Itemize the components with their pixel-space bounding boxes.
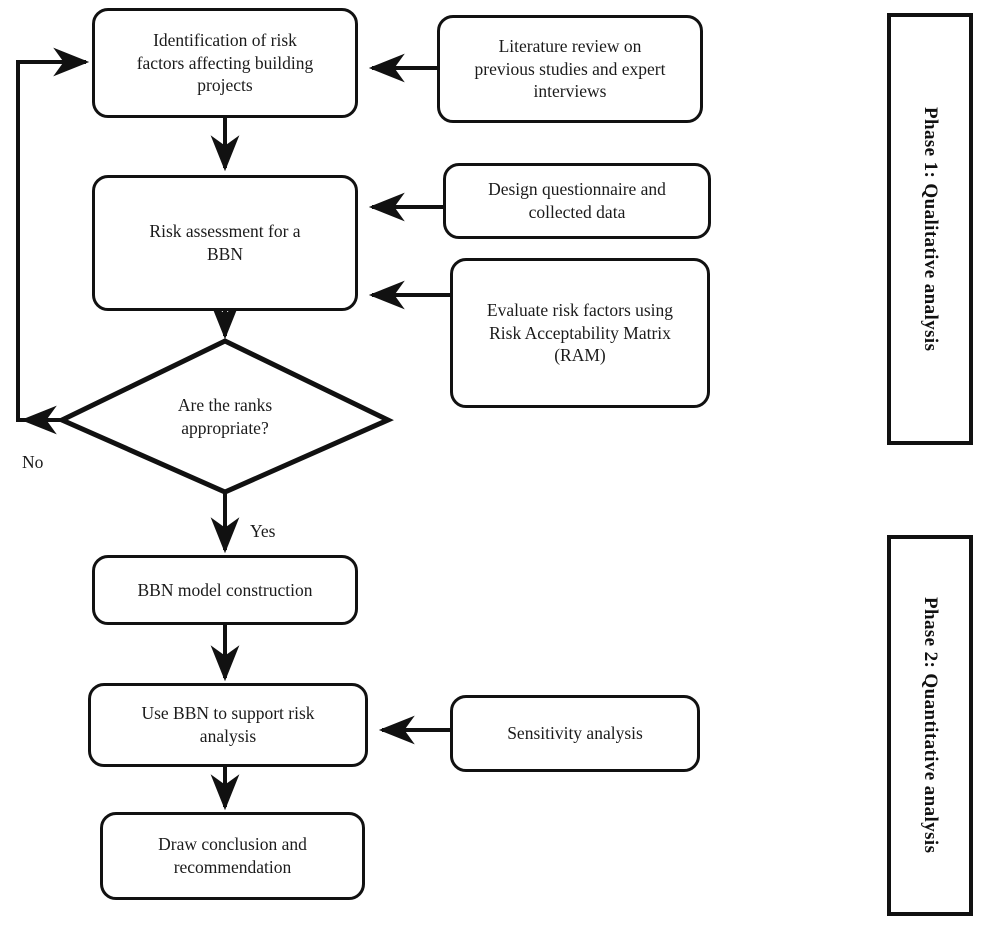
phase-2-label: Phase 2: Quantitative analysis (920, 597, 941, 854)
node-identification-of-risk-factors[interactable]: Identification of risk factors affecting… (92, 8, 358, 118)
node-evaluate-risk-factors-ram[interactable]: Evaluate risk factors using Risk Accepta… (450, 258, 710, 408)
phase-2-box: Phase 2: Quantitative analysis (887, 535, 973, 916)
node-risk-assessment-label: Risk assessment for a BBN (149, 221, 301, 264)
edge-label-no: No (22, 452, 44, 472)
node-use-bbn-support-risk-analysis[interactable]: Use BBN to support risk analysis (88, 683, 368, 767)
node-design-questionnaire-label: Design questionnaire and collected data (488, 179, 666, 222)
phase-1-box: Phase 1: Qualitative analysis (887, 13, 973, 445)
node-sensitivity-analysis[interactable]: Sensitivity analysis (450, 695, 700, 772)
phase-1-label: Phase 1: Qualitative analysis (920, 106, 941, 352)
node-risk-assessment-bbn[interactable]: Risk assessment for a BBN (92, 175, 358, 311)
node-decision-are-ranks-appropriate[interactable]: Are the ranks appropriate? (62, 341, 388, 492)
node-design-questionnaire[interactable]: Design questionnaire and collected data (443, 163, 711, 239)
node-use-bbn-label: Use BBN to support risk analysis (141, 703, 315, 746)
node-literature-review-label: Literature review on previous studies an… (474, 35, 666, 102)
node-draw-conclusion-label: Draw conclusion and recommendation (158, 834, 307, 877)
node-literature-review[interactable]: Literature review on previous studies an… (437, 15, 703, 123)
node-decision-label: Are the ranks appropriate? (177, 394, 273, 438)
edge-label-yes: Yes (250, 521, 276, 541)
node-identification-label: Identification of risk factors affecting… (136, 29, 314, 96)
node-evaluate-risk-factors-label: Evaluate risk factors using Risk Accepta… (486, 299, 674, 366)
node-bbn-model-label: BBN model construction (137, 579, 313, 600)
node-sensitivity-analysis-label: Sensitivity analysis (507, 723, 643, 744)
node-bbn-model-construction[interactable]: BBN model construction (92, 555, 358, 625)
node-draw-conclusion-recommendation[interactable]: Draw conclusion and recommendation (100, 812, 365, 900)
